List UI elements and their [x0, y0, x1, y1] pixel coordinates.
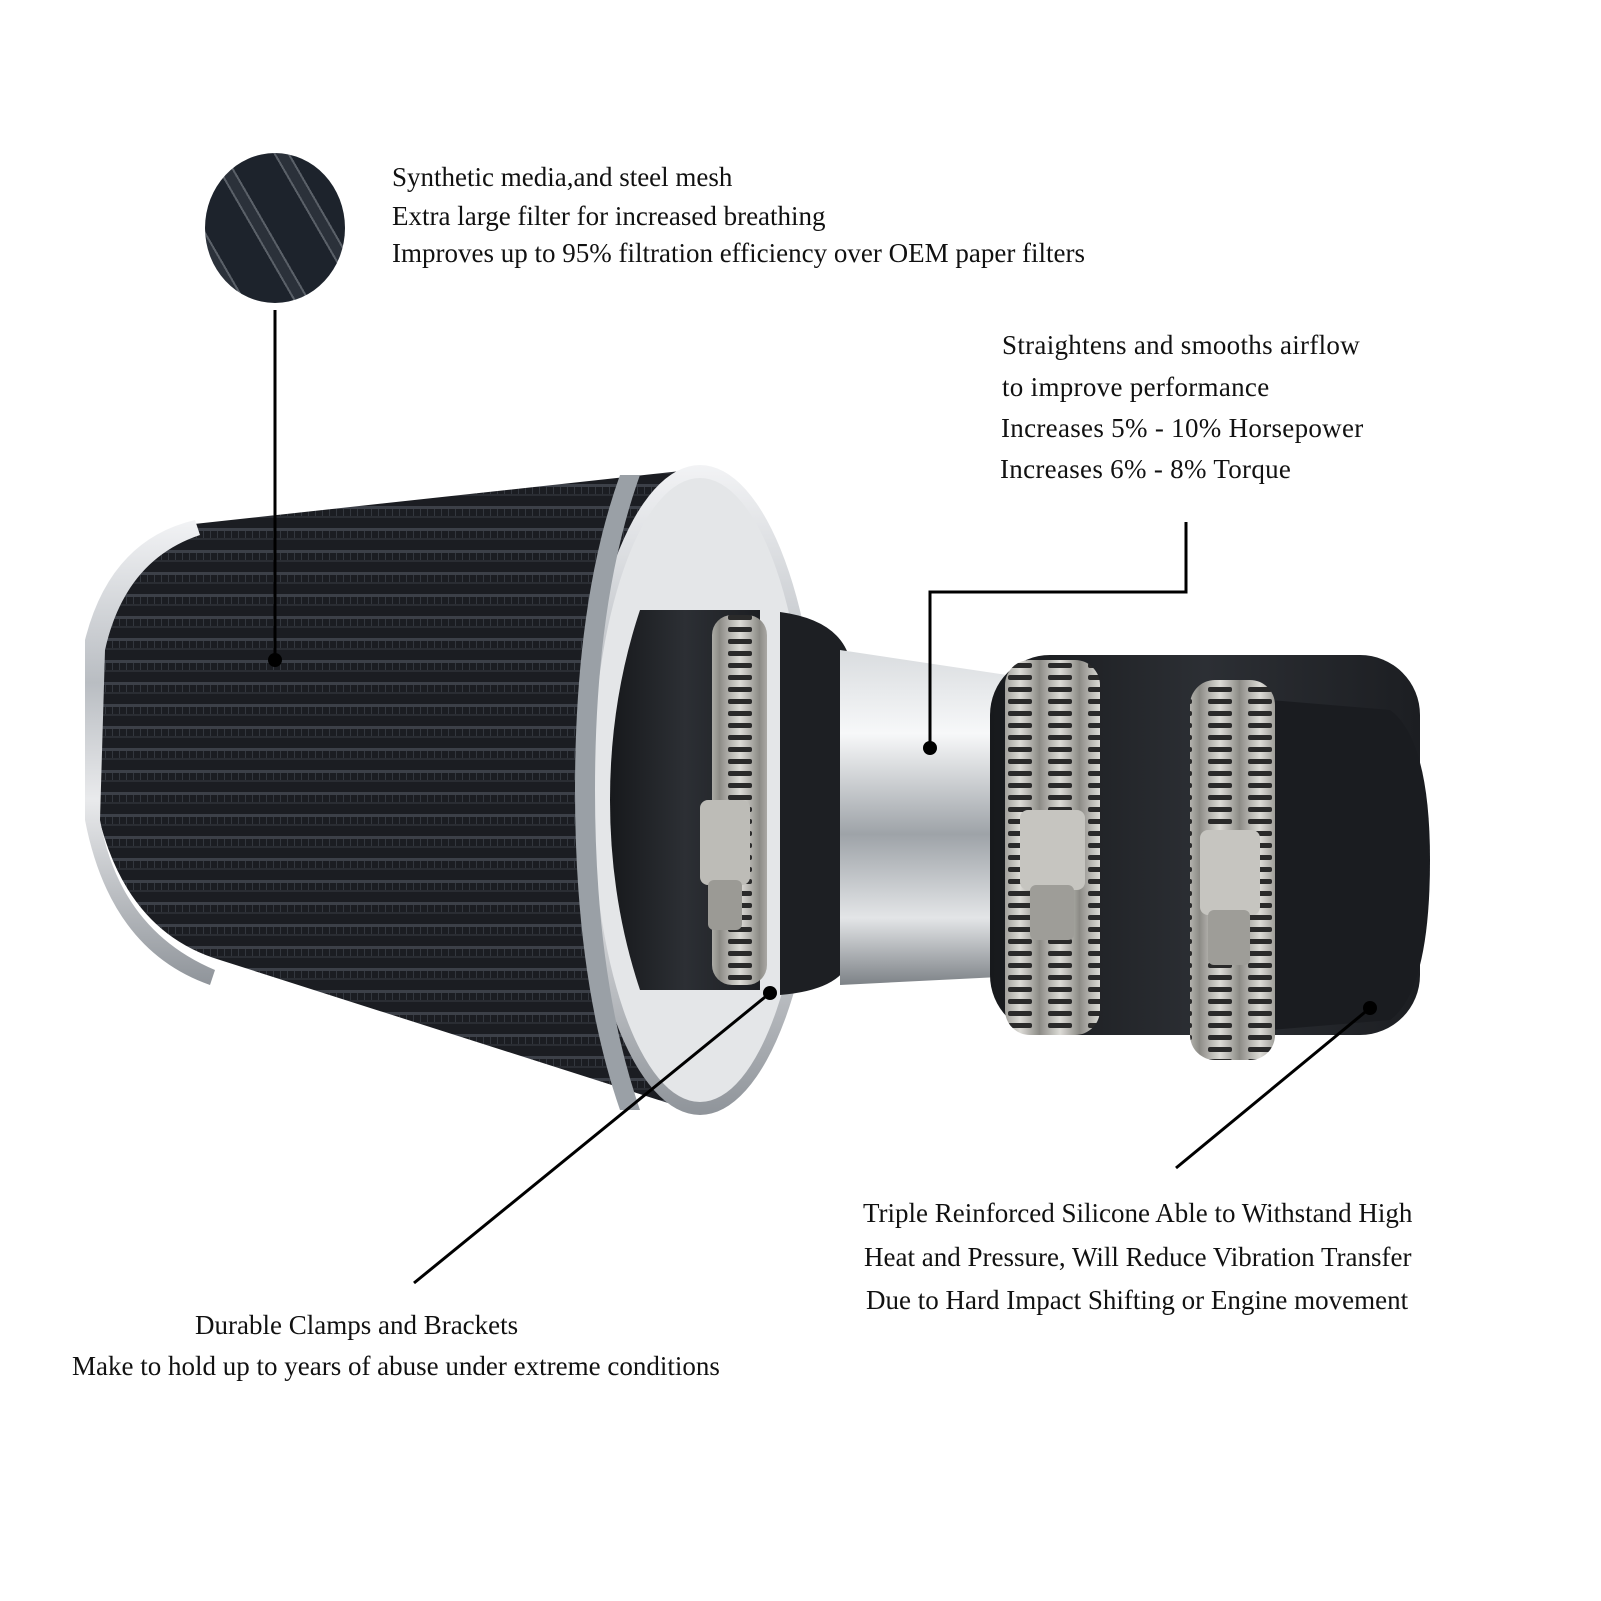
callout-line: Triple Reinforced Silicone Able to Withs… [863, 1198, 1413, 1228]
callout-line: Increases 6% - 8% Torque [1000, 454, 1292, 484]
callout-line: Heat and Pressure, Will Reduce Vibration… [864, 1242, 1412, 1272]
callout-line: Increases 5% - 10% Horsepower [1001, 413, 1364, 443]
callout-line: Due to Hard Impact Shifting or Engine mo… [866, 1285, 1409, 1315]
callout-line: Make to hold up to years of abuse under … [72, 1351, 720, 1381]
mesh-closeup-image [205, 153, 345, 303]
callout-dots [268, 653, 1377, 1015]
callout-line: Durable Clamps and Brackets [195, 1310, 519, 1340]
callout-line: Straightens and smooths airflow [1002, 330, 1361, 360]
callout-line: Improves up to 95% filtration efficiency… [392, 238, 1086, 268]
callout-lines [273, 310, 1371, 1285]
callout-line: to improve performance [1002, 372, 1270, 402]
callout-line: Extra large filter for increased breathi… [392, 201, 826, 231]
callout-line: Synthetic media,and steel mesh [392, 162, 733, 192]
